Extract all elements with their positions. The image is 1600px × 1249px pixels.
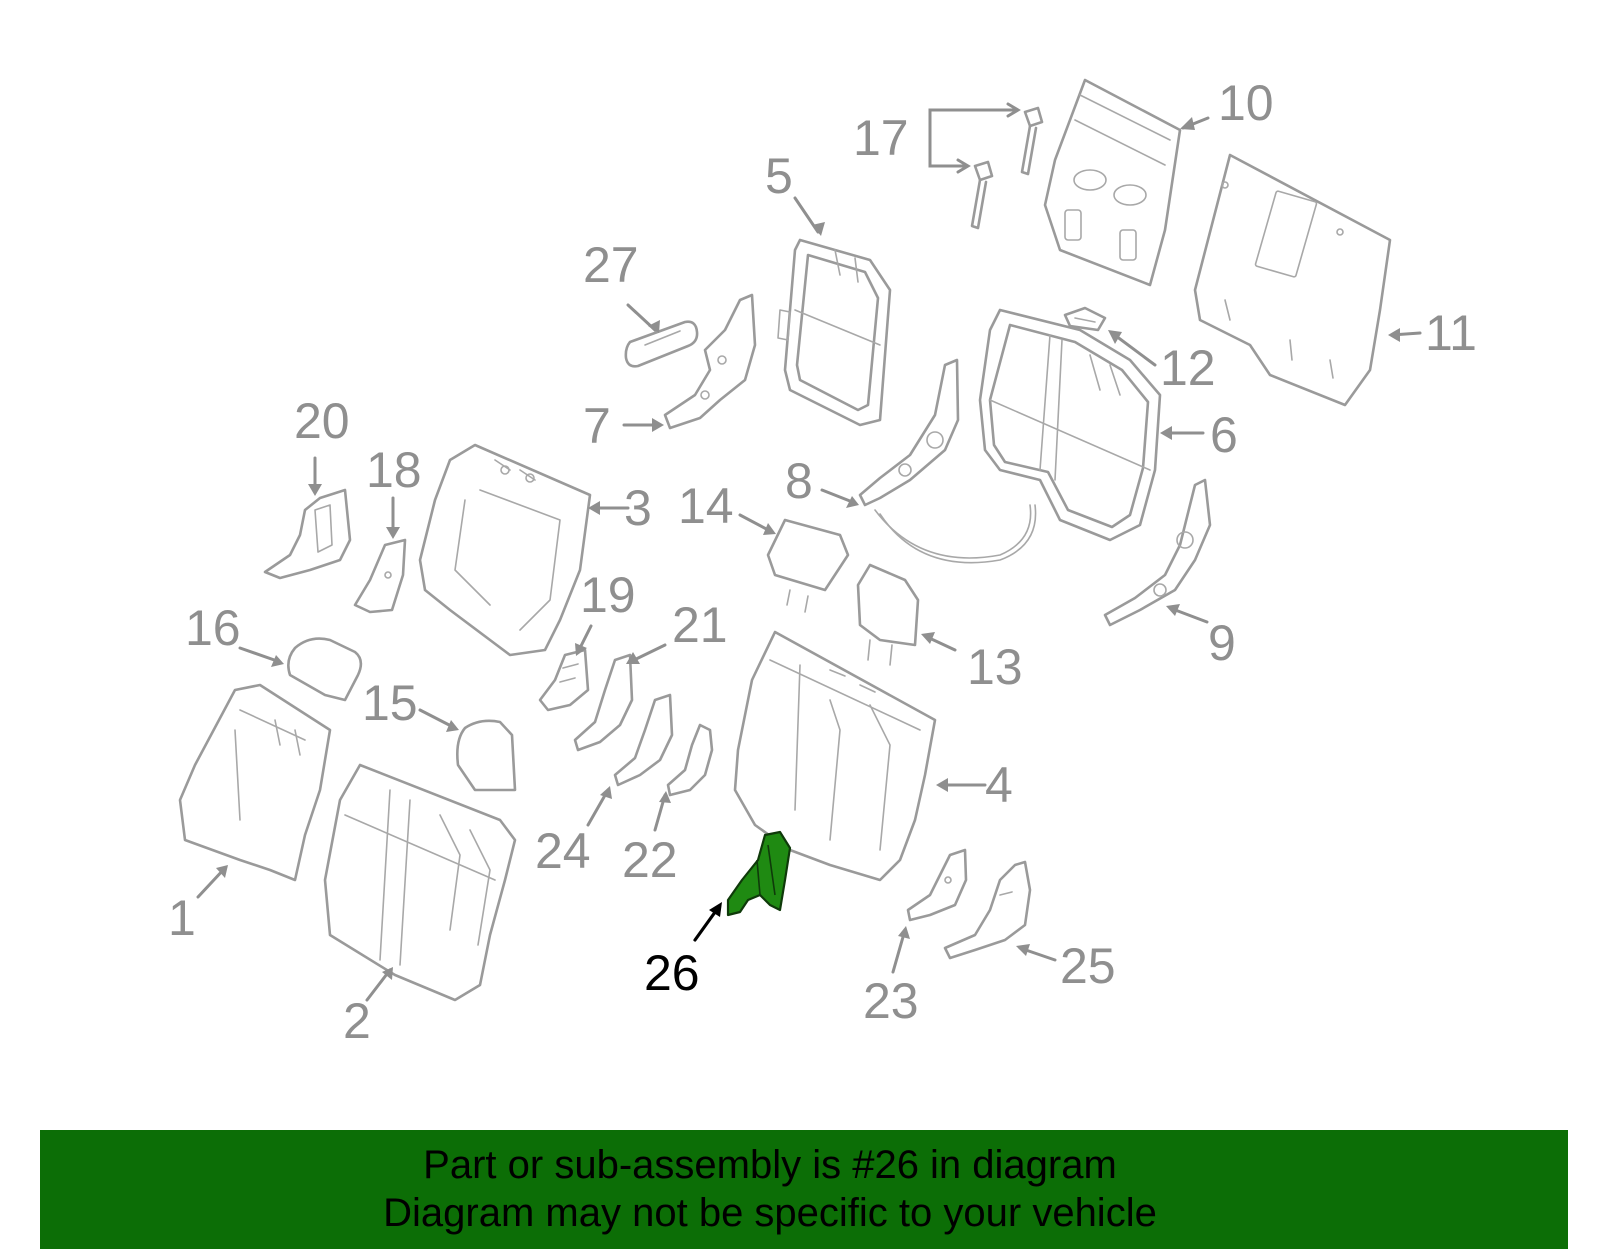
- part-18-bracket: [353, 538, 407, 614]
- leader-lines: [196, 116, 1422, 1002]
- callout-2: 2: [343, 993, 371, 1049]
- callout-16: 16: [185, 600, 241, 656]
- leader-26: [693, 902, 722, 942]
- part-26-highlighted: [726, 830, 792, 917]
- part-17-bolts: [928, 102, 1044, 230]
- part-21-side-trim: [573, 653, 634, 752]
- part-1-seat-back-cover: [178, 683, 332, 882]
- part-7-hinge-bracket: [663, 293, 757, 430]
- part-13-headrest: [856, 563, 920, 666]
- part-22-bracket: [666, 723, 714, 797]
- callout-19: 19: [580, 567, 636, 623]
- callout-21: 21: [672, 597, 728, 653]
- callout-labels: 1 2 3 4 5 6 7 8 9 10 11 12 13 14 15 16 1…: [168, 75, 1477, 1049]
- callout-15: 15: [362, 675, 418, 731]
- part-24-side-trim: [613, 693, 674, 787]
- banner-part-note: Part or sub-assembly is #26 in diagram: [423, 1143, 1117, 1187]
- part-25-side-cover: [943, 860, 1032, 960]
- callout-24: 24: [535, 823, 591, 879]
- callout-1: 1: [168, 890, 196, 946]
- part-15-headrest: [456, 719, 517, 792]
- callout-20: 20: [294, 393, 350, 449]
- part-10-back-panel: [1043, 78, 1182, 287]
- part-3-seat-back: [418, 443, 592, 657]
- part-20-side-cover: [263, 488, 352, 580]
- part-5-back-frame: [777, 238, 892, 427]
- callout-18: 18: [366, 442, 422, 498]
- callout-5: 5: [765, 148, 793, 204]
- callout-6: 6: [1210, 407, 1238, 463]
- part-12-clip: [1063, 306, 1107, 332]
- callout-26: 26: [644, 945, 700, 1001]
- part-27-handle: [624, 320, 699, 368]
- callout-13: 13: [967, 639, 1023, 695]
- callout-8: 8: [785, 453, 813, 509]
- parts-diagram: 1 2 3 4 5 6 7 8 9 10 11 12 13 14 15 16 1…: [168, 75, 1477, 1049]
- part-23-bracket: [906, 848, 968, 922]
- callout-23: 23: [863, 973, 919, 1029]
- part-19-bracket: [538, 648, 590, 712]
- callout-22: 22: [622, 832, 678, 888]
- part-9-recliner-right: [1103, 478, 1212, 627]
- callout-10: 10: [1218, 75, 1274, 131]
- callout-14: 14: [678, 478, 734, 534]
- callout-27: 27: [583, 237, 639, 293]
- callout-11: 11: [1425, 305, 1477, 361]
- part-8-recliner: [858, 358, 1037, 564]
- part-2-seat-cushion: [323, 763, 517, 1002]
- callout-12: 12: [1160, 340, 1216, 396]
- callout-3: 3: [624, 480, 652, 536]
- part-16-headrest: [287, 637, 363, 702]
- banner-disclaimer: Diagram may not be specific to your vehi…: [383, 1191, 1157, 1235]
- callout-4: 4: [985, 757, 1013, 813]
- callout-7: 7: [583, 398, 611, 454]
- callout-17: 17: [853, 110, 909, 166]
- info-banner: Part or sub-assembly is #26 in diagram D…: [40, 1130, 1568, 1249]
- part-6-cushion-frame: [978, 308, 1162, 542]
- callout-9: 9: [1208, 615, 1236, 671]
- part-11-rear-cover: [1193, 153, 1392, 407]
- callout-25: 25: [1060, 938, 1116, 994]
- part-4-seat-cushion: [733, 630, 937, 882]
- part-14-headrest: [766, 518, 850, 613]
- leader-arrowheads: [216, 117, 1400, 980]
